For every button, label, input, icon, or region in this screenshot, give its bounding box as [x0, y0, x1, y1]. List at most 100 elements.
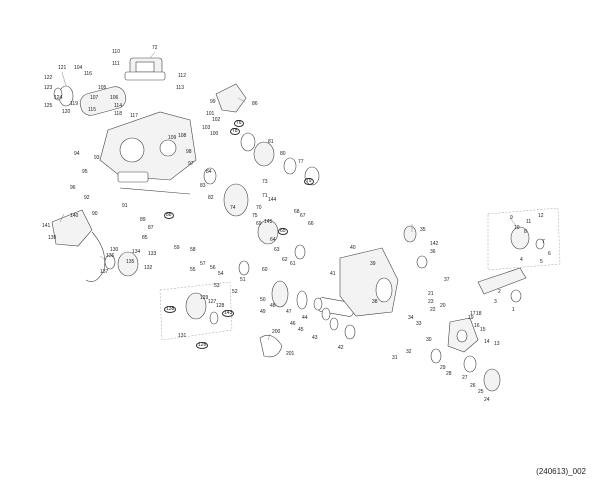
part-number-label: 138 [164, 306, 177, 313]
part-number-label: 133 [148, 251, 157, 257]
main-shaft [119, 187, 191, 195]
pinion-part [403, 225, 428, 269]
part-number-label: 32 [406, 349, 412, 355]
part-number-label: 200 [272, 329, 281, 335]
part-number-label: 59 [174, 245, 180, 251]
part-number-label: 3 [494, 299, 497, 305]
part-number-label: 47 [286, 309, 292, 315]
part-number-label: 135 [126, 259, 135, 265]
part-number-label: 50 [260, 297, 266, 303]
part-number-label: 14 [484, 339, 490, 345]
part-number-label: 13 [494, 341, 500, 347]
part-number-label: 62 [282, 257, 288, 263]
clip-part [259, 335, 283, 358]
bracket-part [215, 83, 247, 113]
part-number-label: 132 [144, 265, 153, 271]
part-number-label: 110 [112, 49, 120, 55]
part-number-label: 119 [70, 101, 78, 107]
part-number-label: 128 [216, 303, 225, 309]
part-number-label: 33 [416, 321, 422, 327]
part-number-label: 121 [58, 65, 67, 71]
part-number-label: 86 [252, 101, 258, 107]
part-number-label: 20 [440, 303, 446, 309]
part-number-label: 113 [176, 85, 184, 91]
right-side-cover [339, 247, 399, 317]
side-plate-left [51, 209, 106, 282]
part-number-label: 134 [132, 249, 141, 255]
part-number-label: 34 [408, 315, 414, 321]
part-number-label: 4 [520, 257, 523, 263]
part-number-label: 76 [234, 120, 244, 127]
part-number-label: 87 [148, 225, 154, 231]
part-number-label: 9 [510, 215, 513, 221]
part-number-label: 2 [498, 289, 501, 295]
part-number-label: 104 [74, 65, 83, 71]
part-number-label: 27 [462, 375, 468, 381]
part-number-label: 46 [290, 321, 296, 327]
part-number-label: 72 [152, 45, 158, 51]
part-number-label: 84 [206, 169, 212, 175]
part-number-label: 73 [262, 179, 268, 185]
part-number-label: 109 [168, 135, 177, 141]
part-number-label: 96 [70, 185, 76, 191]
part-number-label: 41 [330, 271, 336, 277]
part-number-label: 8 [524, 229, 527, 235]
part-number-label: 64 [270, 237, 276, 243]
part-number-label: 114 [114, 103, 122, 109]
part-number-label: 80 [280, 151, 286, 157]
part-number-label: 39 [370, 261, 376, 267]
part-number-label: 122 [44, 75, 53, 81]
part-number-label: 24 [484, 397, 490, 403]
part-number-label: 118 [114, 111, 122, 117]
part-number-label: 139 [48, 235, 57, 241]
part-number-label: 61 [290, 261, 296, 267]
part-number-label: 111 [112, 61, 120, 67]
part-number-label: 145 [264, 219, 273, 225]
part-number-label: 91 [122, 203, 128, 209]
part-number-label: 107 [90, 95, 99, 101]
subassembly-box-131 [159, 281, 233, 341]
part-number-label: 25 [478, 389, 484, 395]
part-number-label: 81 [268, 139, 274, 145]
motor-assembly-part [53, 85, 127, 116]
part-number-label: 23 [428, 299, 434, 305]
part-number-label: 52 [232, 289, 238, 295]
part-number-label: 120 [62, 109, 71, 115]
part-number-label: 89 [140, 217, 146, 223]
part-number-label: 99 [210, 99, 216, 105]
part-number-label: 7 [542, 239, 545, 245]
part-number-label: 51 [240, 277, 246, 283]
part-number-label: 15 [480, 327, 486, 333]
part-number-label: 45 [298, 327, 304, 333]
part-number-label: 126 [196, 342, 209, 349]
part-number-label: 115 [88, 107, 96, 113]
part-number-label: 69 [256, 221, 262, 227]
part-number-label: 63 [274, 247, 280, 253]
part-number-label: 129 [200, 295, 209, 301]
part-number-label: 92 [84, 195, 90, 201]
part-number-label: 130 [110, 247, 119, 253]
part-number-label: 17 [470, 311, 476, 317]
handle-assembly-left [104, 251, 139, 277]
part-number-label: 29 [440, 365, 446, 371]
part-number-label: 90 [92, 211, 98, 217]
part-number-label: 26 [470, 383, 476, 389]
part-number-label: 60 [262, 267, 268, 273]
part-number-label: 44 [302, 315, 308, 321]
part-number-label: 102 [212, 117, 221, 123]
part-number-label: 19 [468, 315, 474, 321]
part-number-label: 18 [476, 311, 482, 317]
part-number-label: 88 [164, 212, 174, 219]
part-number-label: 125 [44, 103, 53, 109]
part-number-label: 85 [142, 235, 148, 241]
part-number-label: 1 [512, 307, 515, 313]
part-number-label: 49 [260, 309, 266, 315]
part-number-label: 142 [430, 241, 439, 247]
part-number-label: 54 [218, 271, 224, 277]
part-number-label: 105 [98, 85, 107, 91]
part-number-label: 93 [94, 155, 100, 161]
part-number-label: 141 [42, 223, 51, 229]
leader-lines [59, 51, 519, 341]
drag-star-part [447, 317, 479, 353]
